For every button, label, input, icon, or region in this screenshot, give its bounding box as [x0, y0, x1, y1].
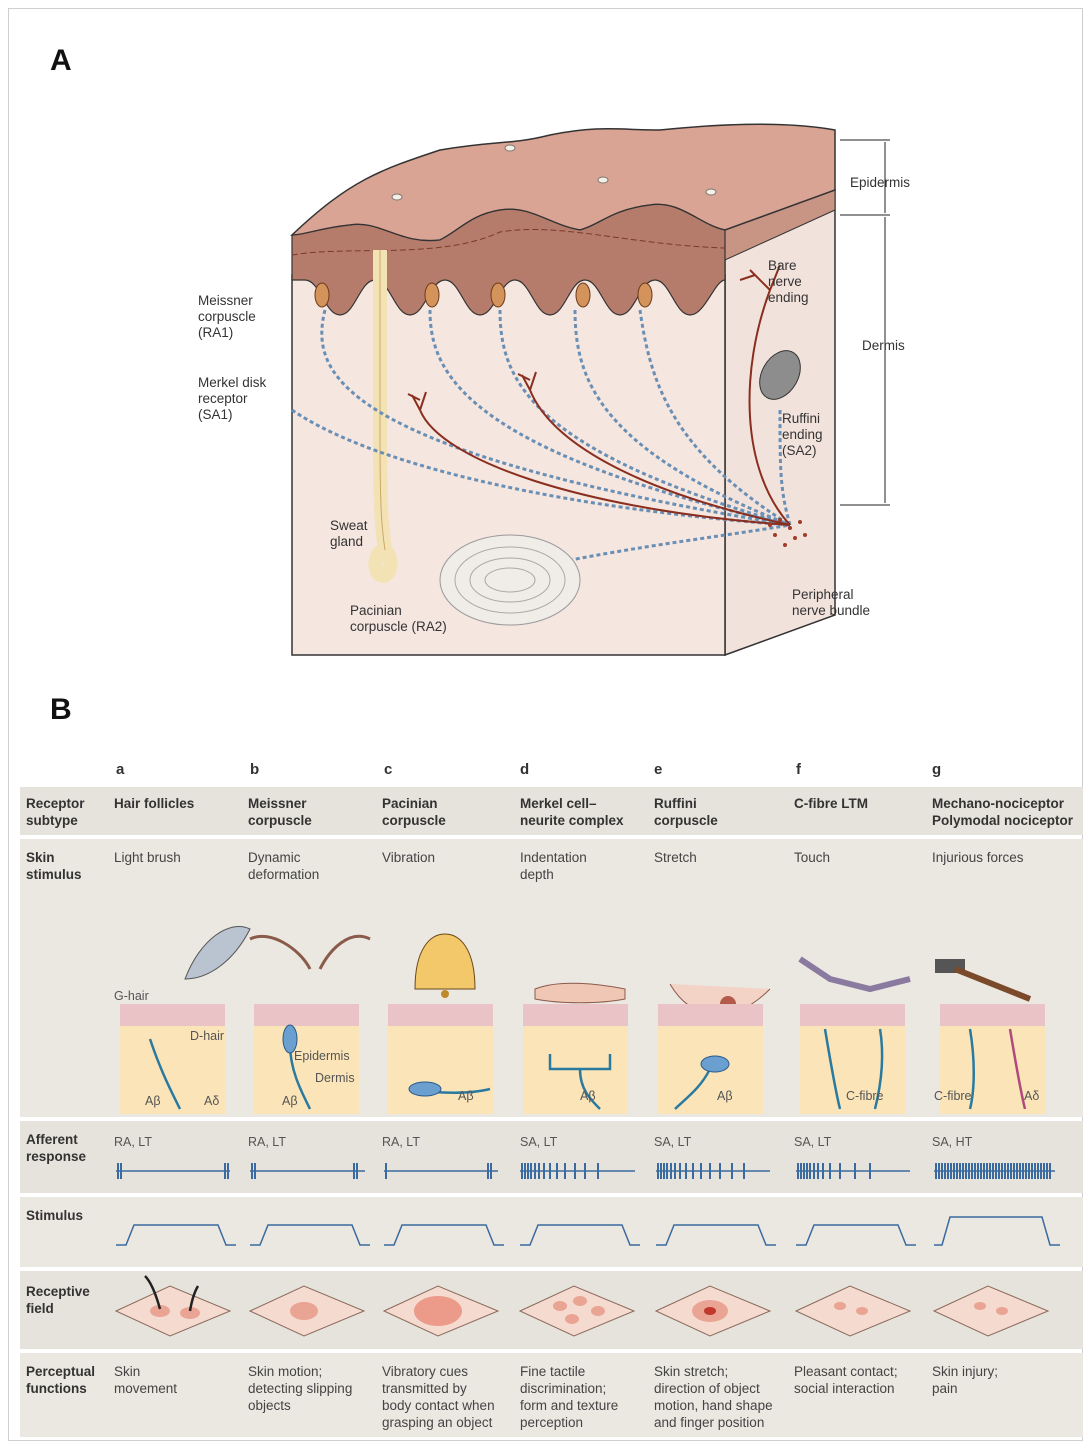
skin-block-diagram	[180, 110, 900, 660]
stimulus-traces	[20, 1197, 1083, 1267]
subtype-g: Mechano-nociceptor Polymodal nociceptor	[932, 795, 1073, 829]
bare-nerve-label: Bare nerve ending	[768, 258, 809, 306]
handshake-icon	[800, 959, 910, 989]
merkel-label: Merkel disk receptor (SA1)	[198, 375, 266, 423]
inset-label-abeta-a: Aβ	[145, 1094, 161, 1108]
function-a: Skin movement	[114, 1363, 177, 1397]
inset-label-abeta-e: Aβ	[717, 1089, 733, 1103]
function-b: Skin motion; detecting slipping objects	[248, 1363, 352, 1414]
meissner-label: Meissner corpuscle (RA1)	[198, 293, 256, 341]
subtype-c: Pacinian corpuscle	[382, 795, 446, 829]
feather-icon	[185, 926, 250, 979]
col-letter-e: e	[654, 761, 662, 778]
hand-press-icon	[535, 983, 625, 1003]
function-f: Pleasant contact; social interaction	[794, 1363, 898, 1397]
nerve-bundle-label: Peripheral nerve bundle	[792, 587, 870, 619]
subtype-e: Ruffini corpuscle	[654, 795, 718, 829]
sweat-gland-label: Sweat gland	[330, 518, 368, 550]
subtype-d: Merkel cell– neurite complex	[520, 795, 624, 829]
hands-icon	[250, 936, 370, 969]
row-skin-stimulus: Skin stimulus Light brush Dynamic deform…	[20, 839, 1083, 1117]
ruffini-label: Ruffini ending (SA2)	[782, 411, 823, 459]
function-g: Skin injury; pain	[932, 1363, 998, 1397]
receptor-table: a b c d e f g Receptor subtype Hair foll…	[20, 755, 1083, 1441]
row-header-receptor: Receptor subtype	[26, 795, 85, 829]
row-receptor-subtype: Receptor subtype Hair follicles Meissner…	[20, 787, 1083, 835]
inset-label-d-hair: D-hair	[190, 1029, 224, 1043]
inset-label-abeta-d: Aβ	[580, 1089, 596, 1103]
col-letter-c: c	[384, 761, 392, 778]
row-afferent-response: Afferent response RA, LT RA, LT RA, LT S…	[20, 1121, 1083, 1193]
row-stimulus: Stimulus	[20, 1197, 1083, 1267]
stimulus-illustrations	[20, 839, 1083, 1117]
row-receptive-field: Receptive field	[20, 1271, 1083, 1349]
panel-a-letter: A	[50, 44, 72, 78]
subtype-b: Meissner corpuscle	[248, 795, 312, 829]
epidermis-label: Epidermis	[850, 175, 910, 191]
function-c: Vibratory cues transmitted by body conta…	[382, 1363, 495, 1431]
inset-label-dermis: Dermis	[315, 1071, 355, 1085]
panel-b-letter: B	[50, 693, 72, 727]
col-letter-d: d	[520, 761, 529, 778]
col-letter-b: b	[250, 761, 259, 778]
function-e: Skin stretch; direction of object motion…	[654, 1363, 773, 1431]
inset-label-adelta-g: Aδ	[1024, 1089, 1039, 1103]
subtype-a: Hair follicles	[114, 795, 194, 812]
row-header-perceptual: Perceptual functions	[26, 1363, 95, 1397]
inset-label-abeta-b: Aβ	[282, 1094, 298, 1108]
inset-label-epidermis: Epidermis	[294, 1049, 350, 1063]
pacinian-label: Pacinian corpuscle (RA2)	[350, 603, 447, 635]
inset-label-cfibre-g: C-fibre	[934, 1089, 972, 1103]
col-letter-g: g	[932, 761, 941, 778]
spike-trains	[20, 1121, 1083, 1193]
inset-label-adelta-a: Aδ	[204, 1094, 219, 1108]
col-letter-a: a	[116, 761, 124, 778]
bell-icon	[415, 934, 475, 989]
receptive-field-plates	[20, 1271, 1083, 1349]
col-letter-f: f	[796, 761, 801, 778]
inset-label-abeta-c: Aβ	[458, 1089, 474, 1103]
function-d: Fine tactile discrimination; form and te…	[520, 1363, 618, 1431]
inset-label-cfibre-f: C-fibre	[846, 1089, 884, 1103]
subtype-f: C-fibre LTM	[794, 795, 868, 812]
row-perceptual-functions: Perceptual functions Skin movement Skin …	[20, 1353, 1083, 1437]
inset-label-g-hair: G-hair	[114, 989, 149, 1003]
dermis-label: Dermis	[862, 338, 905, 354]
